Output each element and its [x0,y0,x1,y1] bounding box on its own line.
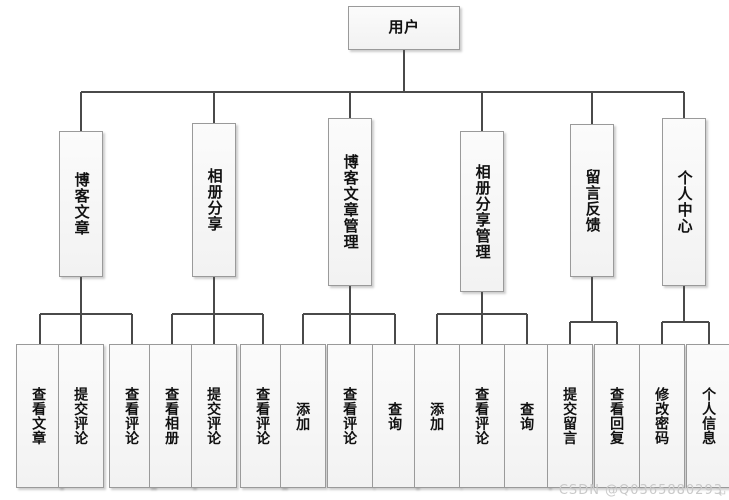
leaf-view-comment-album-label: 查看评论 [255,387,272,445]
leaf-query-blog[interactable]: 查询 [372,344,418,488]
leaf-personal-info[interactable]: 个人信息 [686,344,729,488]
leaf-view-comment-album[interactable]: 查看评论 [240,344,286,488]
node-album-share[interactable]: 相册分享 [192,123,236,277]
leaf-submit-comment-blog-label: 提交评论 [73,387,90,445]
node-album-share-label: 相册分享 [205,168,223,232]
node-album-share-management[interactable]: 相册分享管理 [460,131,504,292]
leaf-view-album[interactable]: 查看相册 [149,344,195,488]
leaf-change-password[interactable]: 修改密码 [639,344,685,488]
leaf-view-comment-album-mgmt-label: 查看评论 [474,387,491,445]
leaf-view-comment-blog-label: 查看评论 [124,387,141,445]
leaf-submit-comment-album[interactable]: 提交评论 [191,344,237,488]
node-personal-center[interactable]: 个人中心 [662,118,706,286]
node-root-label: 用户 [388,19,420,37]
leaf-view-article-label: 查看文章 [31,387,48,445]
node-message-feedback-label: 留言反馈 [583,168,601,233]
node-album-share-management-label: 相册分享管理 [473,163,491,260]
leaf-view-comment-album-mgmt[interactable]: 查看评论 [459,344,505,488]
leaf-add-album[interactable]: 添加 [414,344,460,488]
leaf-add-blog-label: 添加 [295,401,312,431]
leaf-query-album-label: 查询 [519,401,536,431]
leaf-view-reply[interactable]: 查看回复 [594,344,640,488]
node-blog-article-management[interactable]: 博客文章管理 [328,118,372,286]
leaf-change-password-label: 修改密码 [654,387,671,445]
node-blog-articles[interactable]: 博客文章 [59,131,103,277]
leaf-view-comment-blog-mgmt[interactable]: 查看评论 [327,344,373,488]
node-blog-articles-label: 博客文章 [72,172,90,236]
leaf-submit-message-label: 提交留言 [562,387,579,445]
leaf-view-album-label: 查看相册 [164,387,181,445]
leaf-view-reply-label: 查看回复 [609,387,626,445]
node-root[interactable]: 用户 [348,6,460,50]
node-message-feedback[interactable]: 留言反馈 [570,124,614,277]
leaf-submit-message[interactable]: 提交留言 [547,344,593,488]
leaf-query-album[interactable]: 查询 [504,344,550,488]
leaf-add-album-label: 添加 [429,401,446,431]
leaf-query-blog-label: 查询 [387,401,404,431]
leaf-personal-info-label: 个人信息 [701,387,718,445]
leaf-add-blog[interactable]: 添加 [280,344,326,488]
leaf-submit-comment-album-label: 提交评论 [206,387,223,445]
leaf-view-comment-blog-mgmt-label: 查看评论 [342,387,359,445]
node-blog-article-management-label: 博客文章管理 [341,154,359,250]
node-personal-center-label: 个人中心 [675,170,693,234]
watermark-text: CSDN @Q0365880293 [558,483,723,498]
leaf-view-comment-blog[interactable]: 查看评论 [109,344,155,488]
cursor-mark: ↵ [718,489,727,500]
leaf-submit-comment-blog[interactable]: 提交评论 [58,344,104,488]
leaf-view-article[interactable]: 查看文章 [16,344,62,488]
